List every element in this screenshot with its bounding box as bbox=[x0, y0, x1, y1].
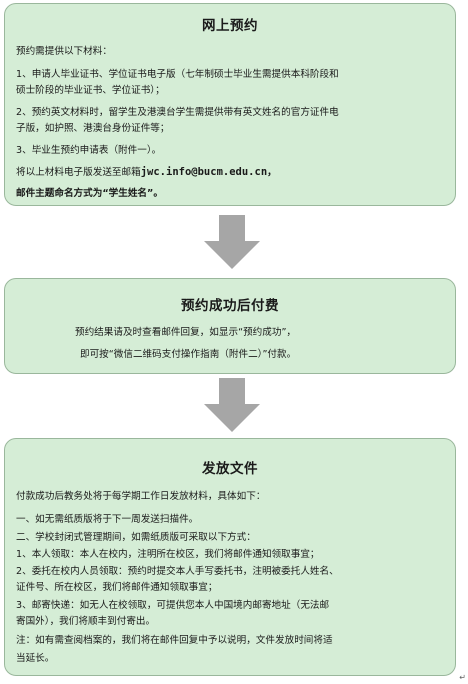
step-box-online-booking: 网上预约 预约需提供以下材料： 1、申请人毕业证书、学位证书电子版（七年制硕士毕… bbox=[4, 3, 456, 206]
send-instruction: 将以上材料电子版发送至邮箱jwc.info@bucm.edu.cn， bbox=[16, 164, 277, 178]
down-arrow-icon bbox=[204, 378, 260, 432]
issue-sub-2-line-2: 证件号、所在校区，我们将邮件通知领取事宜； bbox=[16, 582, 218, 593]
issue-sub-1: 1、本人领取：本人在校内，注明所在校区，我们将邮件通知领取事宜； bbox=[16, 549, 320, 560]
issue-point-2: 二、学校封闭式管理期间，如需纸质版可采取以下方式： bbox=[16, 532, 256, 543]
payment-line-1: 预约结果请及时查看邮件回复，如显示“预约成功”， bbox=[75, 327, 297, 338]
subject-rule: 邮件主题命名方式为“学生姓名”。 bbox=[16, 188, 163, 199]
material-item-1-line-2: 硕士阶段的毕业证书、学位证书）； bbox=[16, 85, 165, 96]
material-item-3: 3、毕业生预约申请表（附件一）。 bbox=[16, 145, 162, 156]
material-item-2-line-1: 2、预约英文材料时，留学生及港澳台学生需提供带有英文姓名的官方证件电 bbox=[16, 107, 339, 118]
issue-note-line-1: 注：如有需查阅档案的，我们将在邮件回复中予以说明，文件发放时间将适 bbox=[16, 635, 333, 646]
step-title: 网上预约 bbox=[202, 18, 258, 34]
issue-sub-3-line-2: 寄国外），我们将顺丰到付寄出。 bbox=[16, 616, 156, 627]
paragraph-return-mark: ↵ bbox=[459, 673, 466, 682]
issue-sub-2-line-1: 2、委托在校内人员领取：预约时提交本人手写委托书，注明被委托人姓名、 bbox=[16, 566, 339, 577]
down-arrow-icon bbox=[204, 215, 260, 269]
step-box-issue-documents: 发放文件 付款成功后教务处将于每学期工作日发放材料，具体如下： 一、如无需纸质版… bbox=[4, 438, 456, 676]
send-suffix: ， bbox=[267, 167, 277, 178]
materials-intro: 预约需提供以下材料： bbox=[16, 46, 112, 57]
material-item-1-line-1: 1、申请人毕业证书、学位证书电子版（七年制硕士毕业生需提供本科阶段和 bbox=[16, 69, 339, 80]
issue-intro: 付款成功后教务处将于每学期工作日发放材料，具体如下： bbox=[16, 491, 266, 502]
material-item-2-line-2: 子版，如护照、港澳台身份证件等； bbox=[16, 123, 170, 134]
payment-line-2: 即可按“微信二维码支付操作指南（附件二）”付款。 bbox=[80, 349, 297, 360]
issue-point-1: 一、如无需纸质版将于下一周发送扫描件。 bbox=[16, 514, 199, 525]
send-prefix: 将以上材料电子版发送至邮箱 bbox=[16, 167, 141, 178]
issue-sub-3-line-1: 3、邮寄快递：如无人在校领取，可提供您本人中国境内邮寄地址（无法邮 bbox=[16, 600, 330, 611]
step-box-payment: 预约成功后付费 预约结果请及时查看邮件回复，如显示“预约成功”， 即可按“微信二… bbox=[4, 278, 456, 374]
step-title: 发放文件 bbox=[202, 461, 258, 477]
issue-note-line-2: 当延长。 bbox=[16, 653, 55, 664]
step-title: 预约成功后付费 bbox=[181, 298, 279, 314]
email-address[interactable]: jwc.info@bucm.edu.cn bbox=[140, 166, 268, 178]
